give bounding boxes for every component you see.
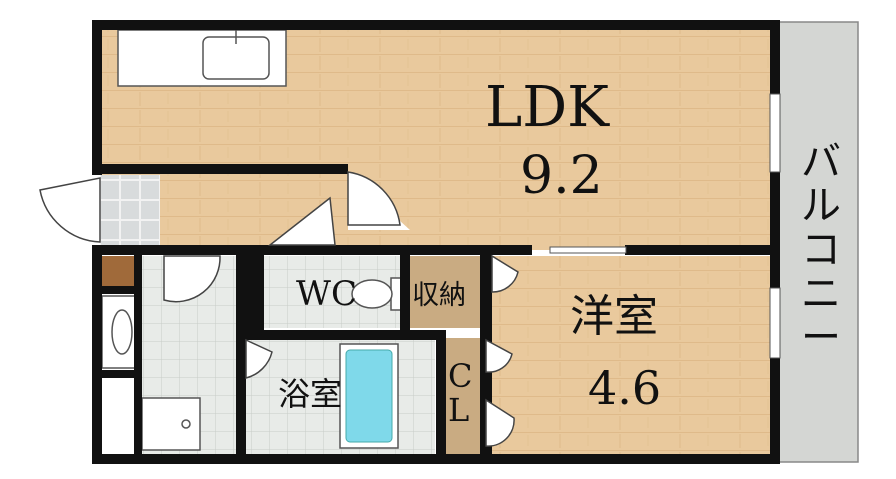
walls [92,20,780,464]
balcony-label: バルコニー [801,139,841,361]
window-yoshitsu [769,287,781,359]
sliding-door [549,246,627,254]
bathtub-water [345,349,393,443]
drain-icon [181,419,191,429]
yoshitsu-area-label: 4.6 [588,361,662,415]
closet-label: CL [448,357,473,429]
storage-floor [408,256,486,328]
yoshitsu-floor [490,256,772,454]
storage-label: 収納 [412,280,466,311]
toilet-icon [351,279,393,309]
door-swings [39,171,519,447]
wc-label: WC [296,274,357,314]
ldk-area-label: 9.2 [520,146,603,206]
window-ldk [769,93,781,173]
entrance-floor [100,175,160,249]
closet-floor [440,338,486,454]
bath-label: 浴室 [278,375,343,413]
basin-bowl-icon [111,309,133,355]
yoshitsu-label: 洋室 [570,291,658,342]
ldk-label: LDK [485,75,609,140]
washing-machine-pan [141,397,201,451]
shoebox [100,256,135,286]
balcony-area [777,21,859,463]
